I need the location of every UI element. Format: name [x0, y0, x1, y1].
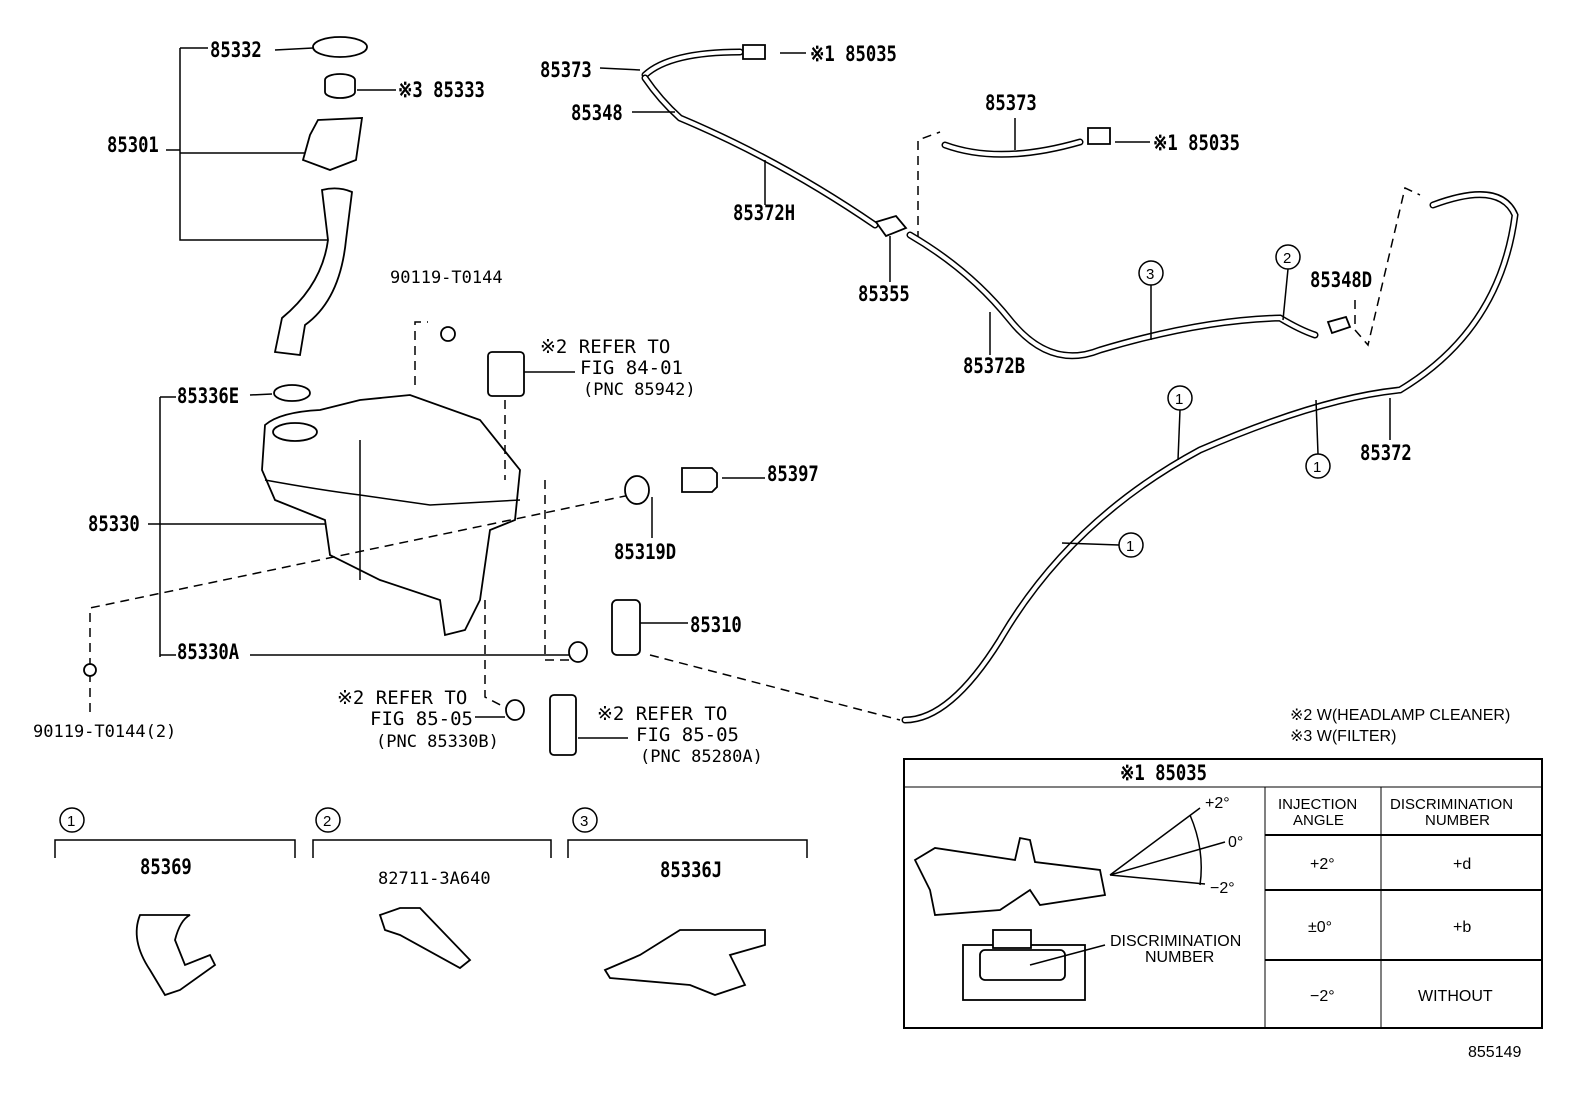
nozzle-85035-b — [1087, 127, 1111, 145]
sensor-85942 — [487, 351, 525, 397]
label-90119-T0144-2: 90119-T0144(2) — [33, 722, 176, 742]
callout-1b: 1 — [1305, 399, 1331, 479]
bolt-90119 — [440, 326, 456, 342]
svg-text:(PNC 85942): (PNC 85942) — [583, 380, 696, 400]
inlet-85301 — [301, 117, 364, 171]
callout-2: 2 — [1275, 244, 1301, 321]
svg-text:1: 1 — [67, 813, 75, 830]
joint-85348D — [1326, 315, 1352, 335]
seal-85336E — [273, 384, 311, 402]
label-85332: 85332 — [210, 37, 262, 62]
row2-angle: ±0° — [1308, 919, 1332, 936]
refer-fig-85-05-85330B: ※2 REFER TO FIG 85-05 (PNC 85330B) — [337, 687, 499, 752]
row2-number: +b — [1453, 919, 1471, 936]
label-85330A: 85330A — [177, 639, 240, 664]
svg-text:3: 3 — [580, 813, 588, 830]
label-85336E: 85336E — [177, 383, 239, 408]
note-headlamp-cleaner: ※2 W(HEADLAMP CLEANER) — [1290, 707, 1510, 724]
label-85373-a: 85373 — [540, 57, 592, 82]
svg-text:82711-3A640: 82711-3A640 — [378, 869, 491, 889]
pump-85280A — [549, 694, 577, 756]
hose-85372B — [906, 231, 1319, 360]
label-85397: 85397 — [767, 461, 819, 486]
label-85348D: 85348D — [1310, 267, 1372, 292]
svg-text:3: 3 — [1146, 266, 1154, 283]
group-2-clamp-82711-3A640: 2 82711-3A640 — [312, 807, 552, 970]
inlet-pipe — [273, 187, 353, 356]
group-3-clamp-85336J: 3 85336J — [567, 807, 808, 996]
grommet-85330A — [568, 641, 588, 663]
svg-text:1: 1 — [1175, 391, 1183, 408]
callout-1a: 1 — [1167, 385, 1193, 461]
svg-text:1: 1 — [1126, 538, 1134, 555]
svg-text:FIG 84-01: FIG 84-01 — [580, 357, 683, 379]
svg-text:0°: 0° — [1228, 834, 1243, 851]
label-85319D: 85319D — [614, 539, 676, 564]
svg-text:※2 REFER TO: ※2 REFER TO — [597, 703, 727, 725]
svg-text:FIG 85-05: FIG 85-05 — [370, 708, 473, 730]
label-85310: 85310 — [690, 612, 742, 637]
refer-fig-84-01: ※2 REFER TO FIG 84-01 (PNC 85942) — [540, 336, 696, 400]
svg-text:FIG 85-05: FIG 85-05 — [636, 724, 739, 746]
label-85333: ※3 85333 — [398, 77, 485, 102]
label-85035-b: ※1 85035 — [1153, 130, 1240, 155]
row1-angle: +2° — [1310, 856, 1335, 873]
grommet-85319D — [624, 475, 650, 505]
filter-85333 — [324, 73, 396, 99]
svg-text:+2°: +2° — [1205, 795, 1230, 812]
bracket-85301 — [166, 47, 335, 241]
tank-85330 — [261, 394, 521, 637]
callout-3: 3 — [1138, 260, 1164, 340]
table-title: ※1 85035 — [1120, 760, 1207, 785]
group-1-clamp-85369: 1 85369 — [54, 807, 296, 997]
hose-85372 — [901, 191, 1519, 724]
svg-text:※2 REFER TO: ※2 REFER TO — [337, 687, 467, 709]
row3-angle: −2° — [1310, 988, 1335, 1005]
joint-85355 — [874, 214, 908, 238]
pump-85310 — [611, 599, 641, 656]
label-85372H: 85372H — [733, 200, 795, 225]
label-85372B: 85372B — [963, 353, 1025, 378]
svg-text:※2 REFER TO: ※2 REFER TO — [540, 336, 670, 358]
hose-85373-upper — [641, 48, 744, 79]
svg-text:(PNC 85330B): (PNC 85330B) — [376, 732, 499, 752]
diagram-code: 855149 — [1468, 1044, 1521, 1061]
callout-1c: 1 — [1061, 532, 1144, 558]
label-85330: 85330 — [88, 511, 140, 536]
row1-number: +d — [1453, 856, 1471, 873]
row3-number: WITHOUT — [1418, 988, 1493, 1005]
hose-85372H — [641, 74, 879, 229]
label-85355: 85355 — [858, 281, 910, 306]
label-85372: 85372 — [1360, 440, 1412, 465]
nozzle-85035-a — [742, 44, 766, 60]
label-85301: 85301 — [107, 132, 159, 157]
label-90119-T0144: 90119-T0144 — [390, 268, 503, 288]
svg-text:(PNC 85280A): (PNC 85280A) — [640, 747, 763, 767]
grommet-85330B — [505, 699, 525, 721]
note-filter: ※3 W(FILTER) — [1290, 728, 1396, 745]
level-sensor-85397 — [681, 467, 718, 493]
label-85035-a: ※1 85035 — [810, 41, 897, 66]
label-85348: 85348 — [571, 100, 623, 125]
svg-text:85369: 85369 — [140, 854, 192, 879]
svg-text:2: 2 — [323, 813, 331, 830]
refer-fig-85-05-85280A: ※2 REFER TO FIG 85-05 (PNC 85280A) — [597, 703, 763, 767]
svg-text:2: 2 — [1283, 250, 1291, 267]
svg-text:1: 1 — [1313, 459, 1321, 476]
cap-85332 — [312, 36, 368, 58]
hose-85373-lower — [941, 138, 1084, 158]
svg-text:−2°: −2° — [1210, 880, 1235, 897]
svg-text:85336J: 85336J — [660, 857, 722, 882]
label-85373-b: 85373 — [985, 90, 1037, 115]
bolt-90119-2 — [83, 663, 97, 677]
